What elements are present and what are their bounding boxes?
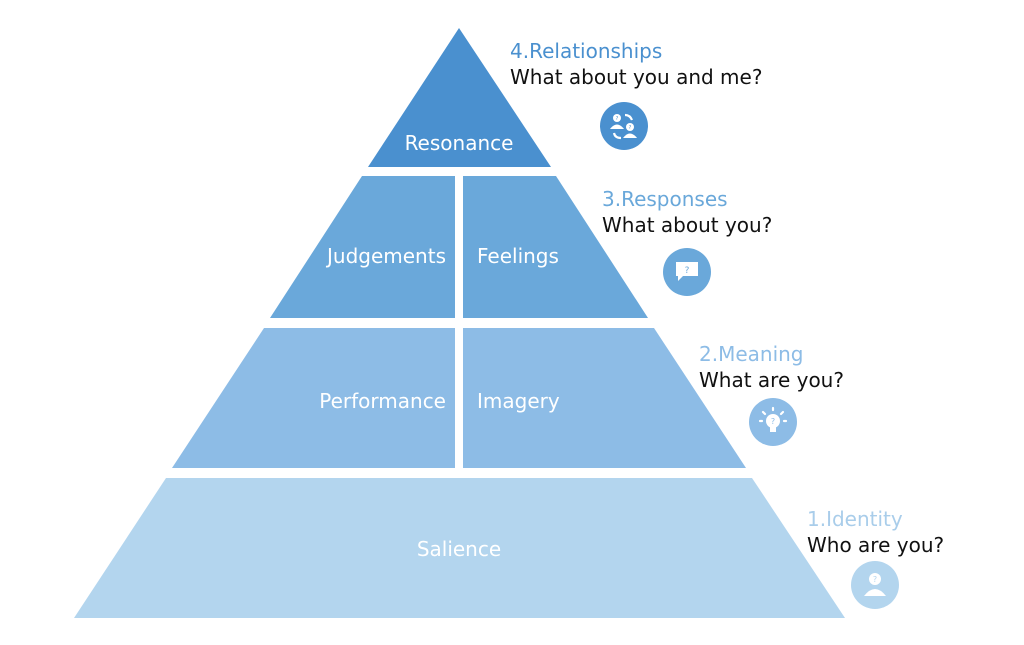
svg-text:?: ? [685, 266, 690, 276]
step-1-annotation: 1.Identity Who are you? [807, 506, 944, 558]
tier-4-resonance [368, 28, 551, 167]
tier-3-feelings [463, 176, 648, 318]
step-4-annotation: 4.Relationships What about you and me? [510, 38, 762, 90]
step-1-title: 1.Identity [807, 507, 903, 531]
svg-text:?: ? [873, 575, 877, 584]
people-exchange-icon: ? ? [600, 102, 648, 150]
step-2-annotation: 2.Meaning What are you? [699, 341, 844, 393]
tier-1-label: Salience [417, 537, 501, 561]
tier-1-salience [74, 478, 845, 618]
lightbulb-question-icon: ? [749, 398, 797, 446]
svg-text:?: ? [629, 125, 632, 131]
step-2-question: What are you? [699, 368, 844, 392]
step-3-question: What about you? [602, 213, 773, 237]
tier-2-imagery [463, 328, 746, 468]
tier-2-right-label: Imagery [477, 389, 560, 413]
tier-2-performance [172, 328, 455, 468]
step-3-annotation: 3.Responses What about you? [602, 186, 772, 238]
tier-3-judgements [270, 176, 455, 318]
tier-3-left-label: Judgements [325, 244, 446, 268]
step-4-title: 4.Relationships [510, 39, 663, 63]
person-question-icon: ? [851, 561, 899, 609]
step-1-question: Who are you? [807, 533, 945, 557]
step-4-question: What about you and me? [510, 65, 763, 89]
speech-bubble-question-icon: ? [663, 248, 711, 296]
svg-text:?: ? [771, 417, 775, 426]
step-3-title: 3.Responses [602, 187, 728, 211]
tier-4-label: Resonance [405, 131, 514, 155]
tier-3-right-label: Feelings [477, 244, 559, 268]
svg-text:?: ? [616, 116, 619, 122]
step-2-title: 2.Meaning [699, 342, 804, 366]
tier-2-left-label: Performance [319, 389, 446, 413]
